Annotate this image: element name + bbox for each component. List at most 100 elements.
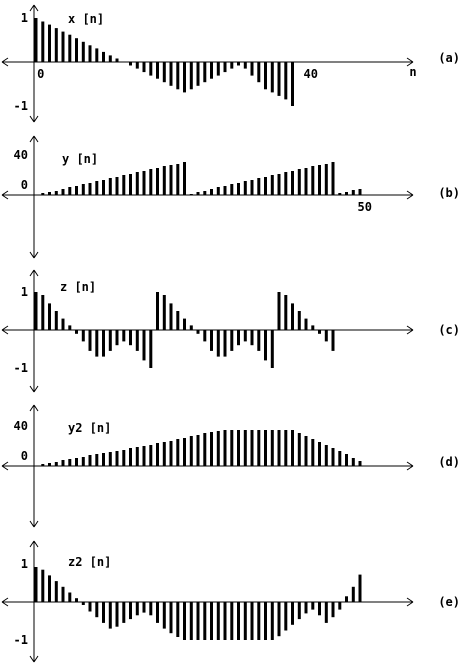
panel-e-bar <box>149 602 153 616</box>
panel-a-bar <box>237 62 240 66</box>
panel-b-bar <box>250 180 254 195</box>
panel-c-bar <box>34 292 38 330</box>
panel-b-bar <box>48 192 51 195</box>
panel-d-bar <box>88 455 92 466</box>
panel-a-bar <box>196 62 200 86</box>
panel-a-bar <box>264 62 267 90</box>
panel-e-bar <box>162 602 166 629</box>
panel-a-bar <box>115 58 119 62</box>
panel-b-bar <box>210 189 213 195</box>
panel-c-bar <box>297 311 301 330</box>
panel-e-bar <box>223 602 227 640</box>
panel-b-bar <box>257 178 261 195</box>
panel-e-bar <box>41 569 45 602</box>
panel-b-x-arrow-right <box>406 190 414 200</box>
panel-b-bar <box>331 162 335 195</box>
panel-c-bar <box>149 330 153 368</box>
panel-d-bar <box>210 432 213 466</box>
panel-e-bar <box>189 602 193 640</box>
panel-a-bar <box>183 62 186 93</box>
panel-b-bar <box>311 166 315 195</box>
panel-a-bar <box>95 48 99 62</box>
panel-e-bar <box>196 602 200 640</box>
panel-a-bar <box>291 62 294 106</box>
panel-e-bar <box>318 602 321 616</box>
panel-c-bar <box>61 318 65 330</box>
panel-e-panel-label: (e) <box>438 595 460 609</box>
panel-c-bar <box>88 330 92 351</box>
panel-c-bar <box>264 330 267 361</box>
panel-a-bar <box>230 62 234 69</box>
panel-e-bar <box>169 602 173 634</box>
panel-a-bar <box>122 62 126 63</box>
panel-a-bar <box>156 62 159 79</box>
panel-b-bar <box>203 191 207 195</box>
panel-d-bar <box>297 433 301 466</box>
panel-d-bar <box>115 451 119 466</box>
panel-d-panel-label: (d) <box>438 455 460 469</box>
panel-a-bar <box>68 34 72 62</box>
panel-c-y-arrow-up <box>29 269 39 277</box>
panel-a-y-tick-label: -1 <box>14 99 28 113</box>
panel-d-bar <box>277 430 281 466</box>
panel-e-bar <box>216 602 220 640</box>
panel-b-bar <box>149 169 153 195</box>
panel-a-bar <box>223 62 227 73</box>
panel-a-bar <box>135 62 139 69</box>
panel-a-bar <box>169 62 173 86</box>
panel-b-series-label: y [n] <box>62 152 98 166</box>
panel-d-bar <box>338 451 342 466</box>
panel-d-y-arrow-down <box>29 520 39 528</box>
panel-e-bar <box>351 586 355 602</box>
panel-a-bar <box>243 62 247 69</box>
panel-d-bar <box>257 430 261 466</box>
panel-e-bar <box>122 602 126 623</box>
panel-d-bar <box>108 452 112 466</box>
panel-a-bar <box>277 62 281 96</box>
panel-a-y-tick-label: 1 <box>21 11 28 25</box>
panel-b-bar <box>81 184 85 195</box>
panel-c-bar <box>142 330 146 361</box>
panel-c-y-tick-label: -1 <box>14 361 28 375</box>
panel-c-bar <box>230 330 234 351</box>
panel-d-bar <box>331 448 335 466</box>
panel-a-series-label: x [n] <box>68 12 104 26</box>
panel-a-bar <box>41 21 45 62</box>
panel-c-bar <box>270 330 274 368</box>
panel-e-bar <box>270 602 274 640</box>
panel-e-bar <box>135 602 139 616</box>
panel-e-bar <box>230 602 234 640</box>
panel-d-bar <box>311 439 315 466</box>
panel-d-bar <box>122 450 126 466</box>
panel-c-y-arrow-down <box>29 385 39 393</box>
panel-c-bar <box>156 292 159 330</box>
panel-a-panel-label: (a) <box>438 51 460 65</box>
panel-c-bar <box>196 330 200 334</box>
panel-b-bar <box>237 183 240 195</box>
panel-b-bar <box>223 186 227 195</box>
panel-c-bar <box>48 303 51 330</box>
panel-d-bar <box>75 458 78 466</box>
panel-e-x-arrow-left <box>1 597 9 607</box>
panel-c-series-label: z [n] <box>60 280 96 294</box>
panel-b-bar <box>318 165 321 195</box>
panel-c-bar <box>135 330 139 351</box>
panel-d-bar <box>351 458 355 466</box>
panel-e-bar <box>142 602 146 613</box>
panel-d-bar <box>183 438 186 466</box>
panel-a-bar <box>108 55 112 62</box>
panel-a-bar <box>75 38 78 62</box>
panel-c-bar <box>223 330 227 357</box>
panel-c-y-tick-label: 1 <box>21 285 28 299</box>
panel-e-y-arrow-up <box>29 540 39 548</box>
panel-e-bar <box>81 602 85 605</box>
panel-b-bar <box>102 180 105 195</box>
panel-c-bar <box>81 330 85 342</box>
panel-a-bar <box>149 62 153 76</box>
panel-d-bar <box>129 448 132 466</box>
panel-e-bar <box>311 602 315 610</box>
panel-e-bar <box>176 602 180 637</box>
panel-e-bar <box>203 602 207 640</box>
panel-a-x-arrow-right <box>406 57 414 67</box>
